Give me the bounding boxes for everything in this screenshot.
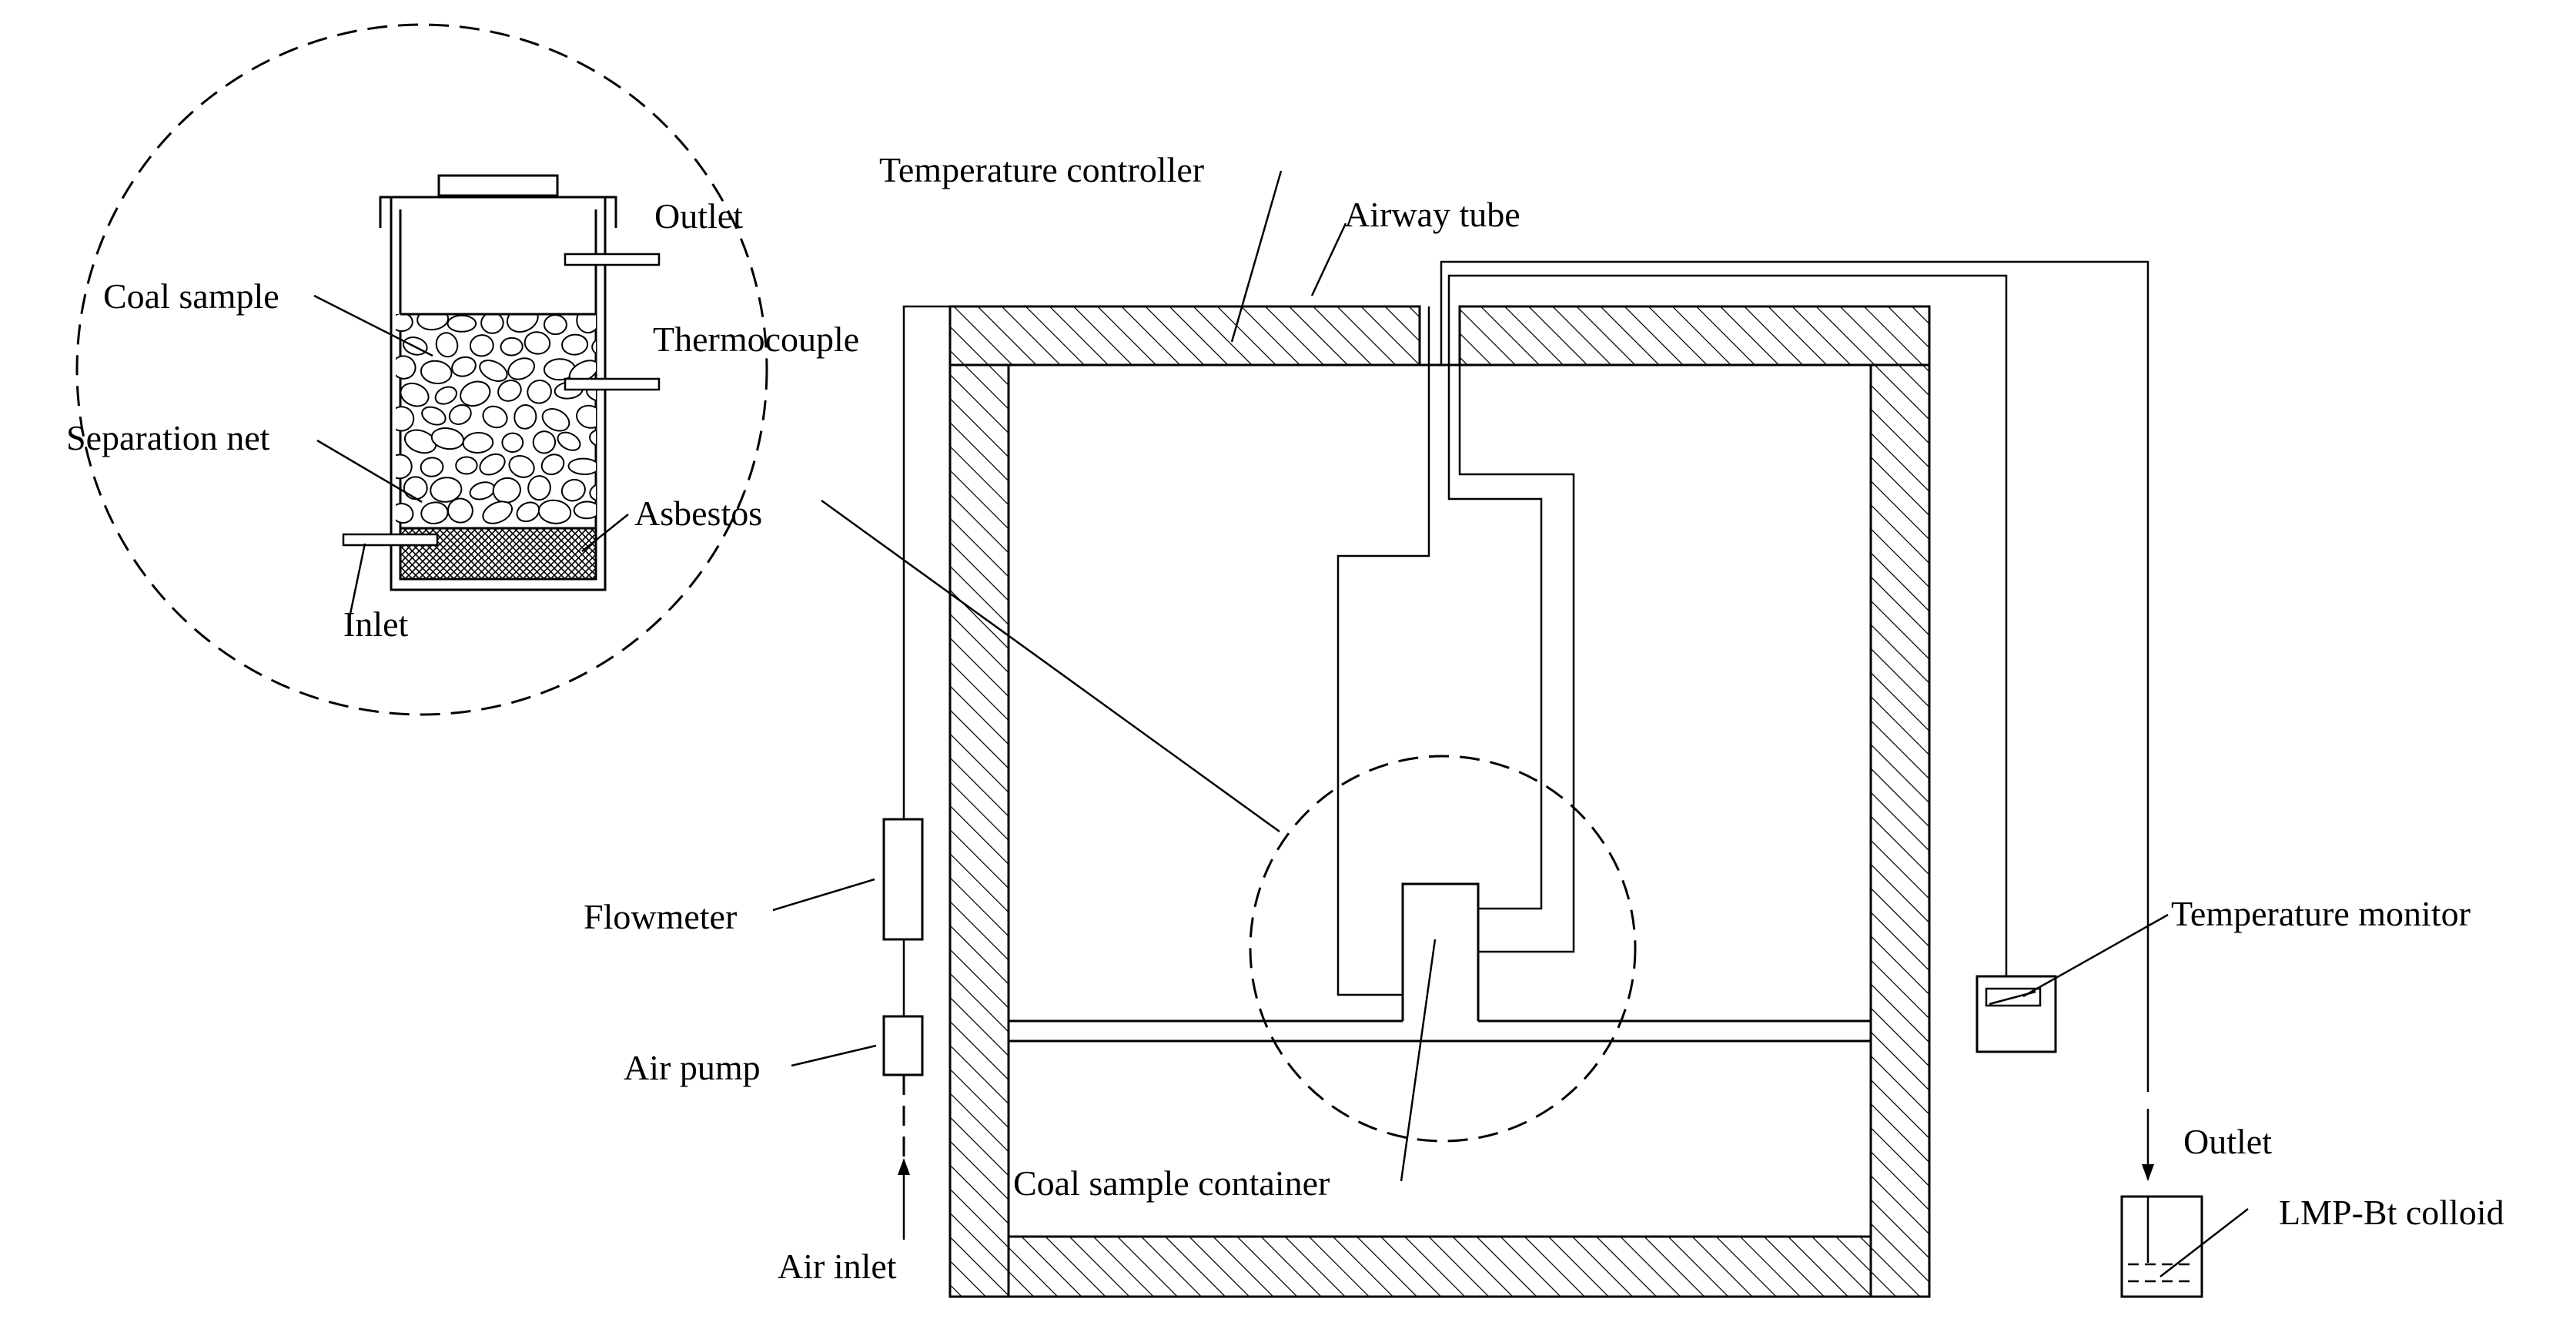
coal-particle [508,454,535,478]
label-asbestos: Asbestos [634,494,762,533]
label-outlet-top: Outlet [654,196,743,236]
temperature-monitor-device [1975,975,2057,1053]
coal-particle [506,314,539,333]
label-coal-sample-container: Coal sample container [1013,1163,1330,1203]
coal-sample-container-unit [1337,260,2149,1021]
furnace-inner-chamber [1007,363,1872,1238]
coal-particle [403,429,437,454]
coal-particle [396,355,417,380]
coal-particle [469,481,496,500]
coal-particle [479,360,508,382]
coal-particle [420,457,444,477]
coal-particle [396,406,415,432]
coal-particle [532,430,557,454]
label-air-inlet: Air inlet [778,1247,897,1286]
label-separation-net: Separation net [66,418,270,457]
coal-particle [576,404,596,429]
coal-particle [540,454,565,476]
insulation-wall-top-left [948,305,1421,367]
label-coal-sample: Coal sample [103,276,279,316]
coal-particle [396,454,413,480]
coal-particle [482,405,508,429]
coal-particle [541,408,570,432]
coal-particle [527,475,551,501]
detail-inlet-tube [342,533,439,547]
coal-particle [447,314,477,333]
detail-outlet-tube [564,253,661,266]
coal-particle [396,314,413,333]
label-air-pump: Air pump [624,1048,761,1087]
coal-particle [435,332,459,358]
coal-particle [561,333,589,356]
coal-particle [420,360,453,385]
label-lmp-bt-colloid: LMP-Bt colloid [2279,1193,2504,1232]
coal-particle [589,429,596,448]
coal-particle [451,356,477,377]
coal-particle [400,382,430,407]
label-temperature-monitor: Temperature monitor [2171,894,2471,933]
coal-particle [482,500,514,524]
outlet-pipe [1447,274,2008,999]
coal-particle [527,379,552,404]
insulation-wall-right [1869,363,1931,1298]
label-thermocouple: Thermocouple [653,320,859,359]
label-inlet: Inlet [343,604,409,644]
coal-particle [479,453,506,476]
coal-particle [462,431,494,454]
coal-particle [537,499,572,524]
coal-particle [455,456,478,475]
flowmeter-device [882,818,924,941]
coal-particle [524,331,551,355]
insulation-wall-bottom [1007,1235,1872,1298]
coal-particle [421,406,447,426]
diagram-labels: Temperature controller Airway tube Outle… [66,150,2504,1286]
coal-particle [557,431,581,451]
label-temperature-controller: Temperature controller [879,150,1204,189]
container-highlight-circle [1249,755,1637,1143]
coal-particle [501,432,524,454]
coal-particle [434,386,457,405]
coal-particle [480,314,504,334]
detail-thermocouple [564,377,661,391]
thermocouple-wire [1458,365,1575,953]
insulation-wall-top-right [1458,305,1931,367]
coal-particle [448,404,472,425]
coal-particle [500,336,524,357]
coal-particle [516,501,540,523]
coal-particle [492,477,521,504]
coal-particle [420,501,449,524]
label-outlet-right: Outlet [2183,1122,2272,1161]
coal-particle [417,314,450,331]
coal-particle [396,502,414,524]
coal-particles [396,314,596,524]
coal-particle [507,357,536,380]
coal-particle [560,478,586,502]
furnace-chamber [948,305,1931,1298]
inlet-airway-pipe [1337,365,1430,996]
coal-particle [543,314,567,336]
coal-particle [514,404,537,430]
coal-particle [430,477,463,503]
label-airway-tube: Airway tube [1344,195,1521,234]
coal-particle [497,380,522,402]
insulation-wall-left [948,363,1010,1298]
lmp-bt-colloid-beaker [2120,995,2203,1298]
coal-particle [567,457,596,476]
leader-lines [313,170,2249,1277]
air-pump-device [882,1015,924,1076]
coal-particle [589,481,596,502]
coal-particle [460,380,491,407]
label-flowmeter: Flowmeter [584,897,737,936]
magnified-container-detail [75,23,768,716]
coal-particle [573,500,596,520]
air-supply-line [882,305,950,1240]
coal-particle [591,335,596,356]
coal-particle [403,476,428,500]
coal-particle [447,497,473,524]
coal-particle [469,334,494,357]
